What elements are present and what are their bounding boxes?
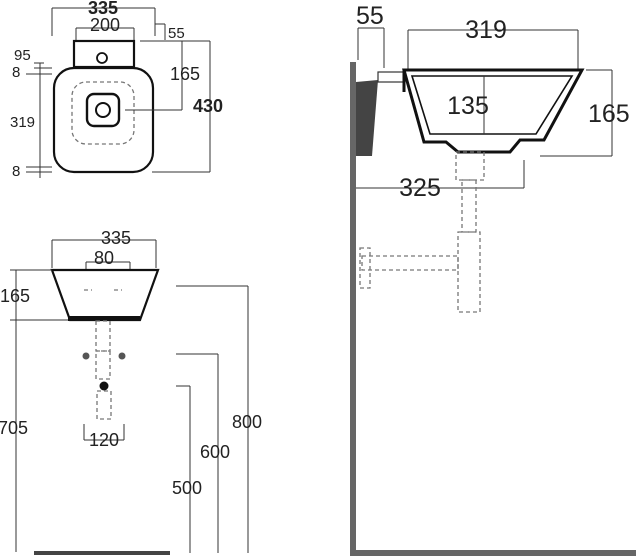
fixing-bolt-right-icon [118, 352, 126, 360]
bowl-depth-label: 319 [10, 114, 35, 131]
basin-base [68, 316, 140, 321]
tap-deck-width-label: 200 [90, 15, 120, 35]
top-width-label: 335 [88, 0, 118, 18]
front-view: 335 80 120 165 705 800 [0, 228, 262, 555]
wall-projection-label: 55 [356, 2, 384, 30]
drain-icon [95, 102, 111, 118]
side-view: 55 319 135 165 325 [350, 2, 636, 556]
side-floor-line [350, 550, 636, 556]
wall-flange [359, 247, 371, 289]
overall-depth-label: 430 [193, 96, 223, 116]
basin-front [50, 268, 160, 322]
trap-body [457, 231, 481, 313]
waste-fitting [455, 151, 485, 181]
tap-hole [96, 52, 108, 64]
hole-spacing-label: 80 [94, 248, 114, 268]
basin-section [402, 68, 585, 154]
height-800-label: 800 [232, 412, 262, 432]
tap-deck-depth-label: 95 [14, 47, 31, 64]
wall-line [350, 62, 356, 556]
inner-depth-label: 135 [447, 92, 489, 120]
height-500-label: 500 [172, 478, 202, 498]
trap-upper [95, 350, 111, 380]
drain-offset-label: 165 [170, 64, 200, 84]
top-view: 335 200 95 8 319 8 55 165 [10, 0, 223, 180]
bowl-outline [71, 81, 135, 145]
front-width-label: 335 [101, 228, 131, 248]
trap-outlet-pipe [361, 255, 459, 271]
base-width-label: 325 [399, 174, 441, 202]
front-height-label: 165 [0, 286, 30, 306]
trap-outlet-icon [99, 381, 109, 391]
wall-bracket [356, 80, 378, 156]
fixing-bolt-left-icon [82, 352, 90, 360]
height-705-label: 705 [0, 418, 28, 438]
waste-pipe [95, 320, 111, 352]
bowl-width-label: 319 [465, 16, 507, 44]
bowl-inner [410, 75, 574, 135]
trap-lower [96, 390, 112, 420]
side-height-label: 165 [588, 100, 630, 128]
bracket-plate [377, 71, 405, 83]
height-600-label: 600 [200, 442, 230, 462]
trap-width-label: 120 [89, 430, 119, 450]
rim-bottom-label: 8 [12, 163, 20, 180]
side-gap-label: 55 [168, 25, 185, 42]
rim-top-label: 8 [12, 64, 20, 81]
